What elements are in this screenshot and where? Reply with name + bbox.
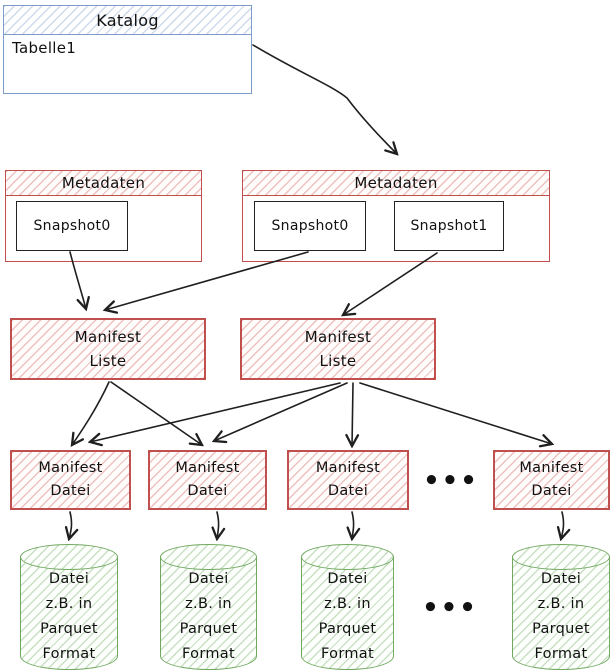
snapshot0-box-left: Snapshot0 [16, 201, 128, 251]
snapshot0-left-label: Snapshot0 [33, 218, 111, 234]
table-label: Tabelle1 [12, 39, 77, 57]
manifest-file-4: Manifest Datei [493, 450, 610, 510]
metadata-right-header: Metadaten [243, 171, 549, 196]
arrow-list-right-to-file-2 [214, 382, 348, 441]
manifest-file-1: Manifest Datei [10, 450, 131, 510]
data-file-1-label: Datei z.B. in Parquet Format [40, 571, 98, 662]
arrow-file-1-to-data-1 [69, 511, 72, 539]
data-file-cylinder-4: Datei z.B. in Parquet Format [512, 544, 610, 670]
metadata-box-right: Metadaten Snapshot0 Snapshot1 [242, 170, 550, 262]
data-file-cylinder-3: Datei z.B. in Parquet Format [301, 544, 394, 670]
arrow-list-right-to-file-4 [359, 382, 552, 444]
arrow-snapshot1-to-manifest-list-right [343, 252, 438, 315]
cylinder-body-2 [160, 557, 257, 670]
arrow-list-right-to-file-3 [352, 382, 353, 446]
data-file-2-label: Datei z.B. in Parquet Format [179, 571, 238, 662]
manifest-file-1-label: Manifest Datei [38, 460, 103, 499]
cylinder-top-2 [160, 544, 257, 570]
manifest-list-right-label: Manifest Liste [304, 328, 372, 370]
manifest-list-right: Manifest Liste [240, 318, 436, 380]
cylinder-body-3 [301, 557, 394, 670]
catalog-table-entry: Tabelle1 [4, 35, 251, 61]
manifest-file-2-label: Manifest Datei [175, 460, 240, 499]
snapshot0-right-label: Snapshot0 [271, 218, 349, 234]
cylinder-top-3 [301, 544, 394, 570]
data-file-cylinder-1: Datei z.B. in Parquet Format [20, 544, 118, 670]
cylinder-top-1 [20, 544, 118, 570]
ellipsis-manifest-files: ••• [423, 466, 479, 496]
manifest-file-2: Manifest Datei [148, 450, 267, 510]
arrow-file-3-to-data-3 [352, 511, 354, 539]
metadata-left-header: Metadaten [6, 171, 201, 196]
snapshot1-right-label: Snapshot1 [410, 218, 488, 234]
manifest-list-left: Manifest Liste [10, 318, 206, 380]
arrow-file-4-to-data-4 [561, 511, 564, 539]
arrow-list-left-to-file-1 [72, 381, 110, 445]
ellipsis-data-files: ••• [422, 593, 478, 623]
metadata-left-title: Metadaten [61, 174, 146, 192]
cylinder-body-1 [20, 557, 118, 670]
arrow-file-2-to-data-2 [217, 511, 219, 539]
data-file-cylinder-2: Datei z.B. in Parquet Format [160, 544, 257, 670]
data-file-4-label: Datei z.B. in Parquet Format [532, 571, 590, 662]
cylinder-body-4 [512, 557, 610, 670]
metadata-box-left: Metadaten Snapshot0 [5, 170, 202, 262]
catalog-header: Katalog [4, 6, 251, 35]
arrow-catalog-to-metadata-right [252, 44, 397, 154]
arrow-list-left-to-file-2 [110, 381, 202, 445]
cylinder-top-4 [512, 544, 610, 570]
manifest-file-3-label: Manifest Datei [315, 460, 381, 499]
manifest-list-left-label: Manifest Liste [74, 328, 142, 370]
snapshot0-box-right: Snapshot0 [254, 201, 366, 251]
snapshot1-box-right: Snapshot1 [394, 201, 504, 251]
arrow-list-right-to-file-1 [90, 382, 341, 442]
data-file-3-label: Datei z.B. in Parquet Format [318, 571, 377, 662]
catalog-box: Katalog Tabelle1 [3, 5, 252, 94]
catalog-title: Katalog [96, 10, 159, 30]
metadata-right-title: Metadaten [354, 174, 438, 192]
manifest-file-3: Manifest Datei [287, 450, 409, 510]
manifest-file-4-label: Manifest Datei [519, 460, 584, 499]
